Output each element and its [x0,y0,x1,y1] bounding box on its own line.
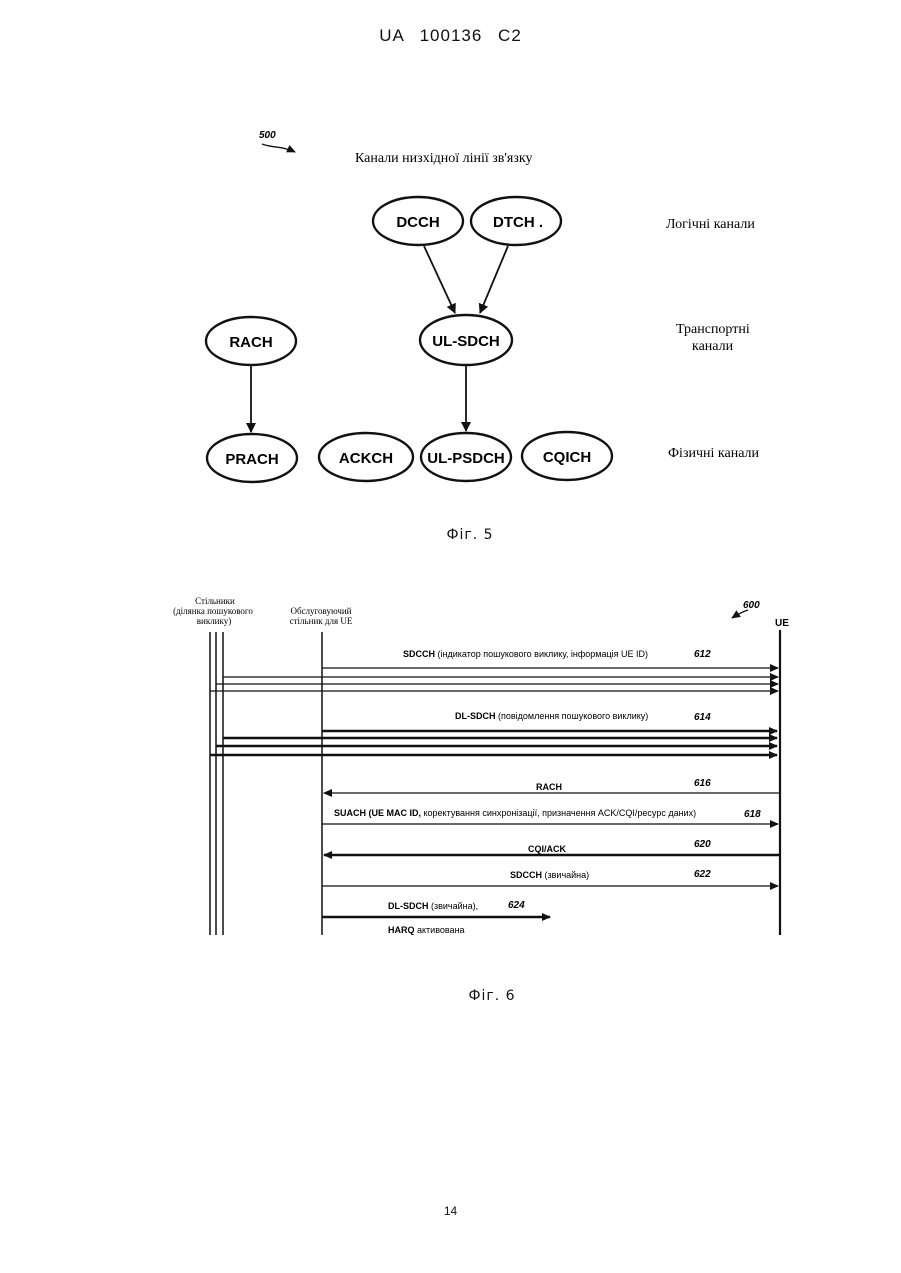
msg-624-bold: DL-SDCH [388,901,429,911]
serving-label-2: стільник для UE [290,616,353,626]
msg-622-label: SDCCH (звичайна) [510,870,589,880]
harq-text: активована [415,925,465,935]
msg-622-bold: SDCCH [510,870,542,880]
msg-612-bold: SDCCH [403,649,435,659]
msg-618-text: коректування синхронізації, призначення … [421,808,696,818]
msg-620-label: CQI/ACK [528,844,567,854]
msg-614-label: DL-SDCH (повідомлення пошукового виклику… [455,711,648,721]
msg-618-label: SUACH (UE MAC ID, коректування синхроніз… [334,808,696,818]
page-number: 14 [0,1204,901,1218]
msg-616-ref: 616 [694,778,711,789]
msg-618-ref: 618 [744,809,761,820]
fig6-caption: Фіг. 6 [0,988,901,1004]
harq-bold: HARQ [388,925,415,935]
msg-622-text: (звичайна) [542,870,589,880]
msg-612-label: SDCCH (індикатор пошукового виклику, інф… [403,649,648,659]
harq-label: HARQ активована [388,925,465,935]
msg-618-bold: SUACH (UE MAC ID, [334,808,421,818]
msg-612-text: (індикатор пошукового виклику, інформаці… [435,649,648,659]
cells-label-1: Стільники [195,596,235,606]
msg-624-label: DL-SDCH (звичайна), [388,901,478,911]
msg-620-ref: 620 [694,839,711,850]
fig6-ref-pointer [732,610,748,618]
cells-label-3: виклику) [197,616,232,626]
msg-614-text: (повідомлення пошукового виклику) [496,711,649,721]
msg-622-ref: 622 [694,869,711,880]
msg-624-ref: 624 [508,900,525,911]
msg-614-bold: DL-SDCH [455,711,496,721]
ue-label: UE [775,618,789,629]
msg-624-text: (звичайна), [429,901,479,911]
fig6-ref-number: 600 [743,600,760,611]
serving-label-1: Обслуговуючий [290,606,351,616]
msg-612-ref: 612 [694,649,711,660]
cells-label-2: (ділянка пошукового [173,606,253,616]
msg-614-ref: 614 [694,712,711,723]
msg-616-label: RACH [536,782,562,792]
